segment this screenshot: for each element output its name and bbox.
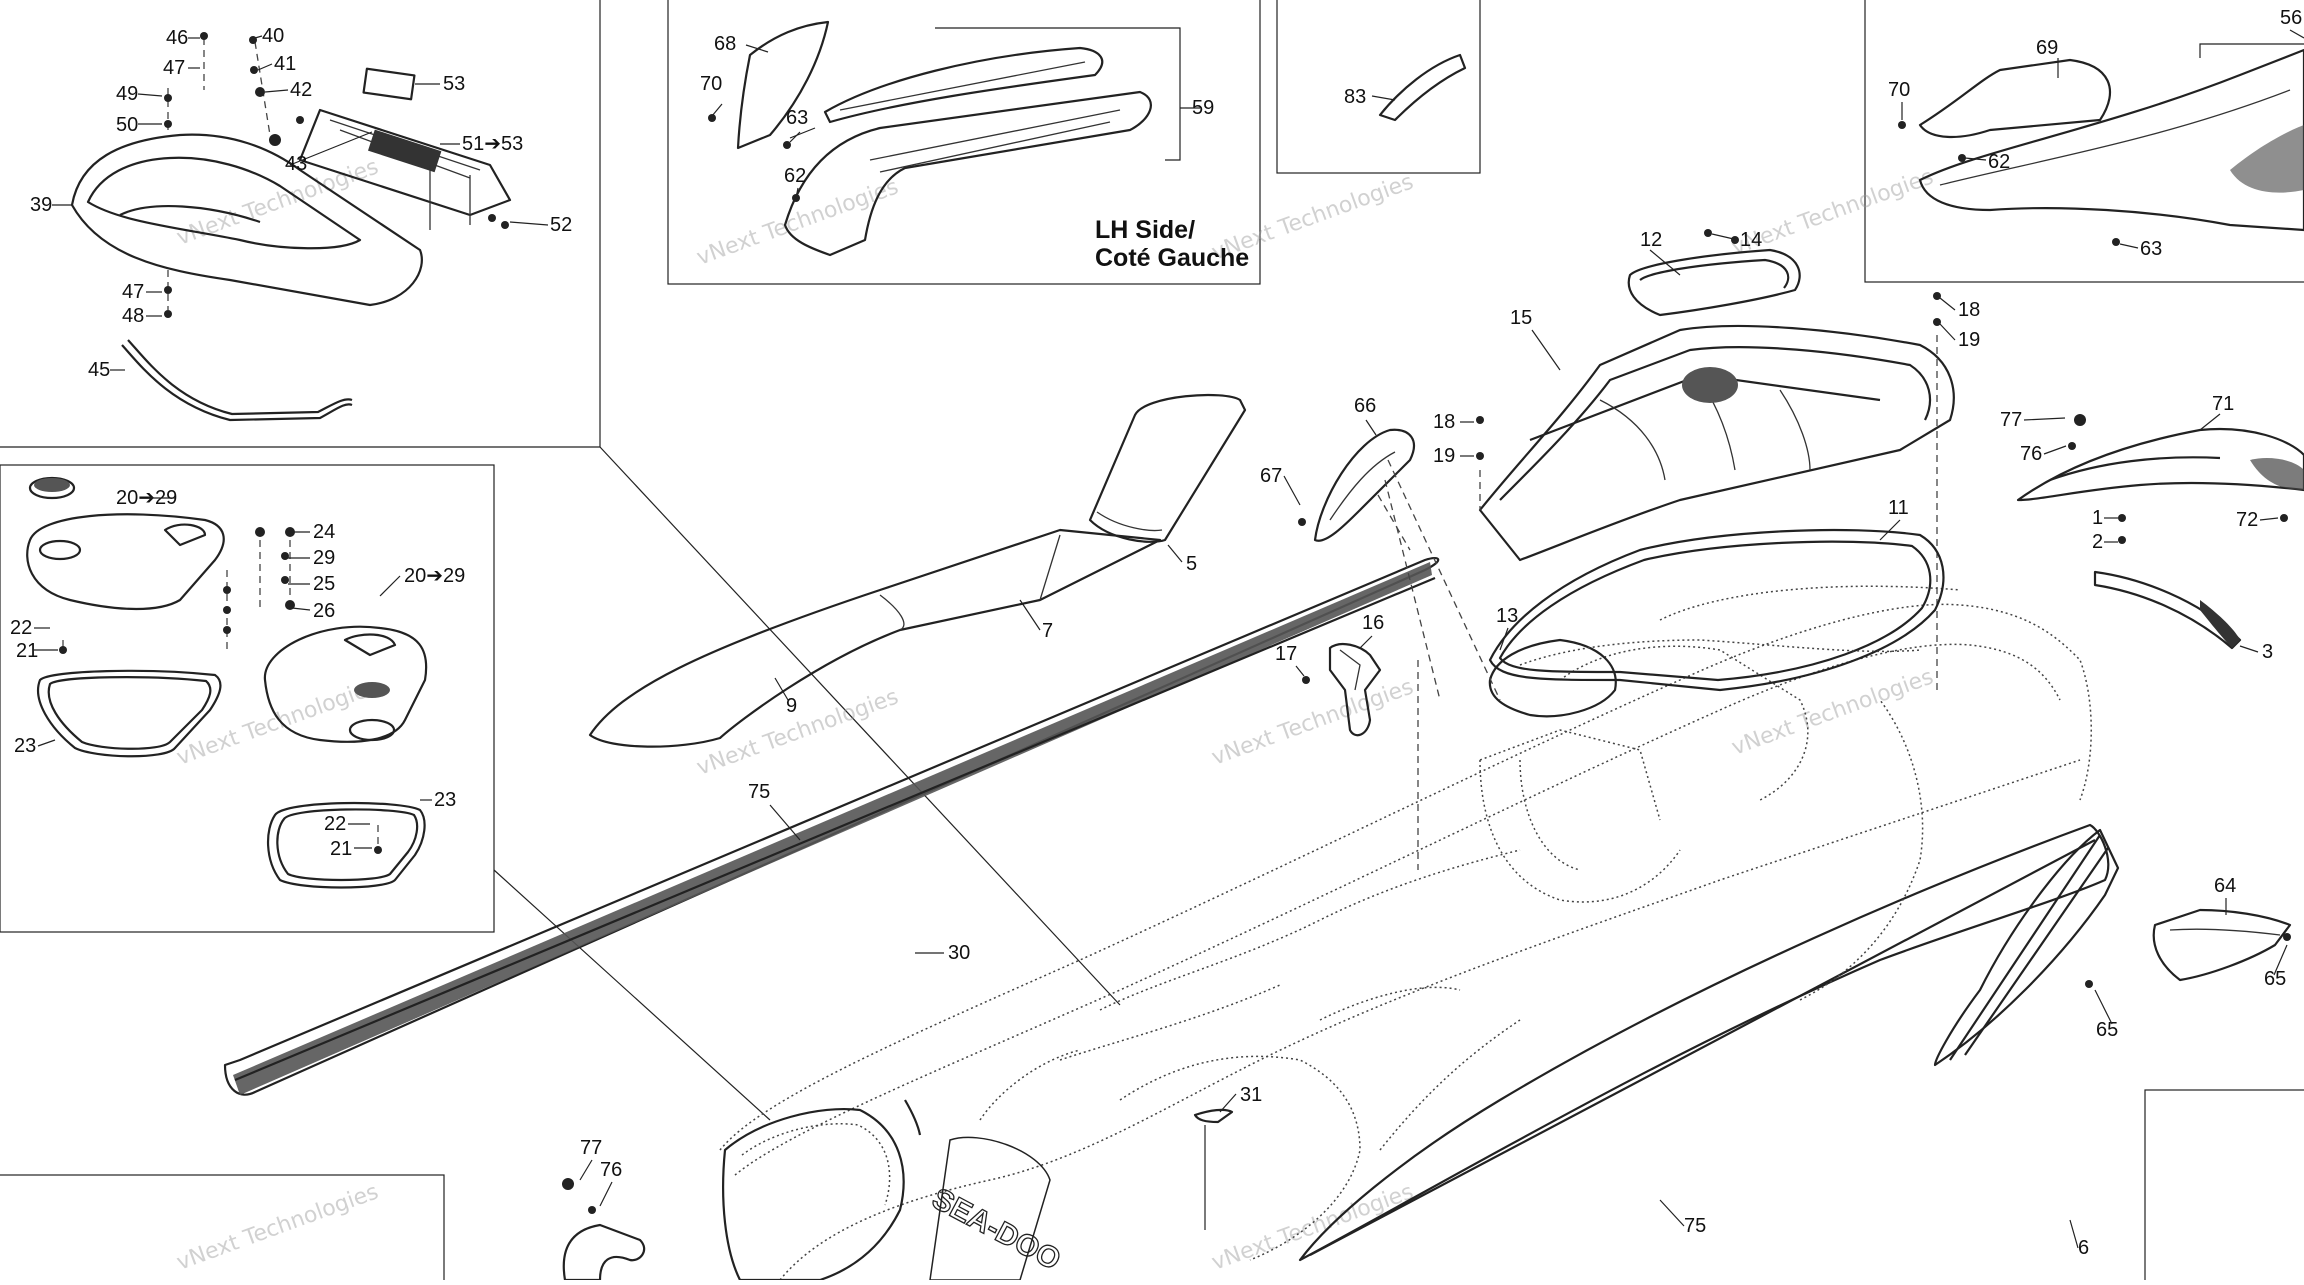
callout-63: 63 [786, 107, 808, 129]
callout-46: 46 [166, 27, 188, 49]
callout-17: 17 [1275, 643, 1297, 665]
callout-53: 53 [443, 73, 465, 95]
callout-56: 56 [2280, 7, 2302, 29]
callout-23a: 23 [14, 735, 36, 757]
callout-41: 41 [274, 53, 296, 75]
callout-65a: 65 [2096, 1019, 2118, 1041]
callout-30: 30 [948, 942, 970, 964]
callout-64: 64 [2214, 875, 2236, 897]
callout-48: 48 [122, 305, 144, 327]
watermark: vNext Technologies [174, 674, 382, 770]
handle-assembly [70, 32, 512, 422]
callout-42: 42 [290, 79, 312, 101]
callout-51-53: 51➔53 [462, 133, 523, 155]
callout-47b: 47 [122, 281, 144, 303]
callout-15: 15 [1510, 307, 1532, 329]
callout-20-29b: 20➔29 [404, 565, 465, 587]
callout-47: 47 [163, 57, 185, 79]
callout-26: 26 [313, 600, 335, 622]
callout-12: 12 [1640, 229, 1662, 251]
callout-45: 45 [88, 359, 110, 381]
callout-22a: 22 [10, 617, 32, 639]
watermark: vNext Technologies [174, 1179, 382, 1275]
callout-75b: 75 [1684, 1215, 1706, 1237]
side-label-line2: Coté Gauche [1095, 244, 1249, 272]
storage-covers [26, 476, 428, 889]
rh-side-panels [1898, 43, 2304, 246]
callout-62b: 62 [1988, 151, 2010, 173]
callout-29: 29 [313, 547, 335, 569]
callout-21a: 21 [16, 640, 38, 662]
callout-6: 6 [2078, 1237, 2089, 1259]
callout-50: 50 [116, 114, 138, 136]
callout-20-29a: 20➔29 [116, 487, 177, 509]
callout-68: 68 [714, 33, 736, 55]
callout-72: 72 [2236, 509, 2258, 531]
callout-52: 52 [550, 214, 572, 236]
callout-11: 11 [1888, 497, 1909, 519]
callout-76: 76 [2020, 443, 2042, 465]
part-83-inset [1371, 53, 1467, 122]
callout-65b: 65 [2264, 968, 2286, 990]
callout-14: 14 [1740, 229, 1762, 251]
callout-2: 2 [2092, 531, 2103, 553]
callout-49: 49 [116, 83, 138, 105]
callout-69: 69 [2036, 37, 2058, 59]
callout-62: 62 [784, 165, 806, 187]
latch-and-cover [1298, 428, 1501, 737]
callout-25: 25 [313, 573, 335, 595]
callout-76b: 76 [600, 1159, 622, 1181]
callout-31: 31 [1240, 1084, 1262, 1106]
rh-trim [2016, 414, 2304, 988]
callout-13: 13 [1496, 605, 1518, 627]
watermark: vNext Technologies [1209, 1179, 1417, 1275]
callout-83: 83 [1344, 86, 1366, 108]
leader-lines [34, 29, 2304, 1249]
callouts: 46 40 47 41 49 42 53 50 51➔53 43 39 52 4… [10, 7, 2304, 1259]
callout-39: 39 [30, 194, 52, 216]
lh-side-panels [708, 20, 1200, 257]
callout-70: 70 [700, 73, 722, 95]
callout-7: 7 [1042, 620, 1053, 642]
callout-16: 16 [1362, 612, 1384, 634]
hull-outline [719, 585, 2092, 1281]
callout-19: 19 [1958, 329, 1980, 351]
callout-71: 71 [2212, 393, 2234, 415]
callout-21b: 21 [330, 838, 352, 860]
callout-40: 40 [262, 25, 284, 47]
callout-9: 9 [786, 695, 797, 717]
callout-77: 77 [2000, 409, 2022, 431]
side-label-line1: LH Side/ [1095, 216, 1195, 244]
callout-5: 5 [1186, 553, 1197, 575]
seals [1488, 528, 1945, 718]
watermark: vNext Technologies [1209, 674, 1417, 770]
callout-66: 66 [1354, 395, 1376, 417]
callout-43: 43 [285, 153, 307, 175]
callout-23b: 23 [434, 789, 456, 811]
callout-77b: 77 [580, 1137, 602, 1159]
deck-mats [223, 393, 2120, 1262]
callout-67: 67 [1260, 465, 1282, 487]
callout-70b: 70 [1888, 79, 1910, 101]
callout-19b: 19 [1433, 445, 1455, 467]
callout-24: 24 [313, 521, 335, 543]
callout-22b: 22 [324, 813, 346, 835]
storage-bin [1377, 229, 1955, 870]
callout-18: 18 [1958, 299, 1980, 321]
bow-area: SEA-DOO [562, 1099, 1234, 1282]
callout-59: 59 [1192, 97, 1214, 119]
callout-1: 1 [2092, 507, 2103, 529]
callout-18b: 18 [1433, 411, 1455, 433]
callout-75: 75 [748, 781, 770, 803]
callout-63b: 63 [2140, 238, 2162, 260]
callout-3: 3 [2262, 641, 2273, 663]
